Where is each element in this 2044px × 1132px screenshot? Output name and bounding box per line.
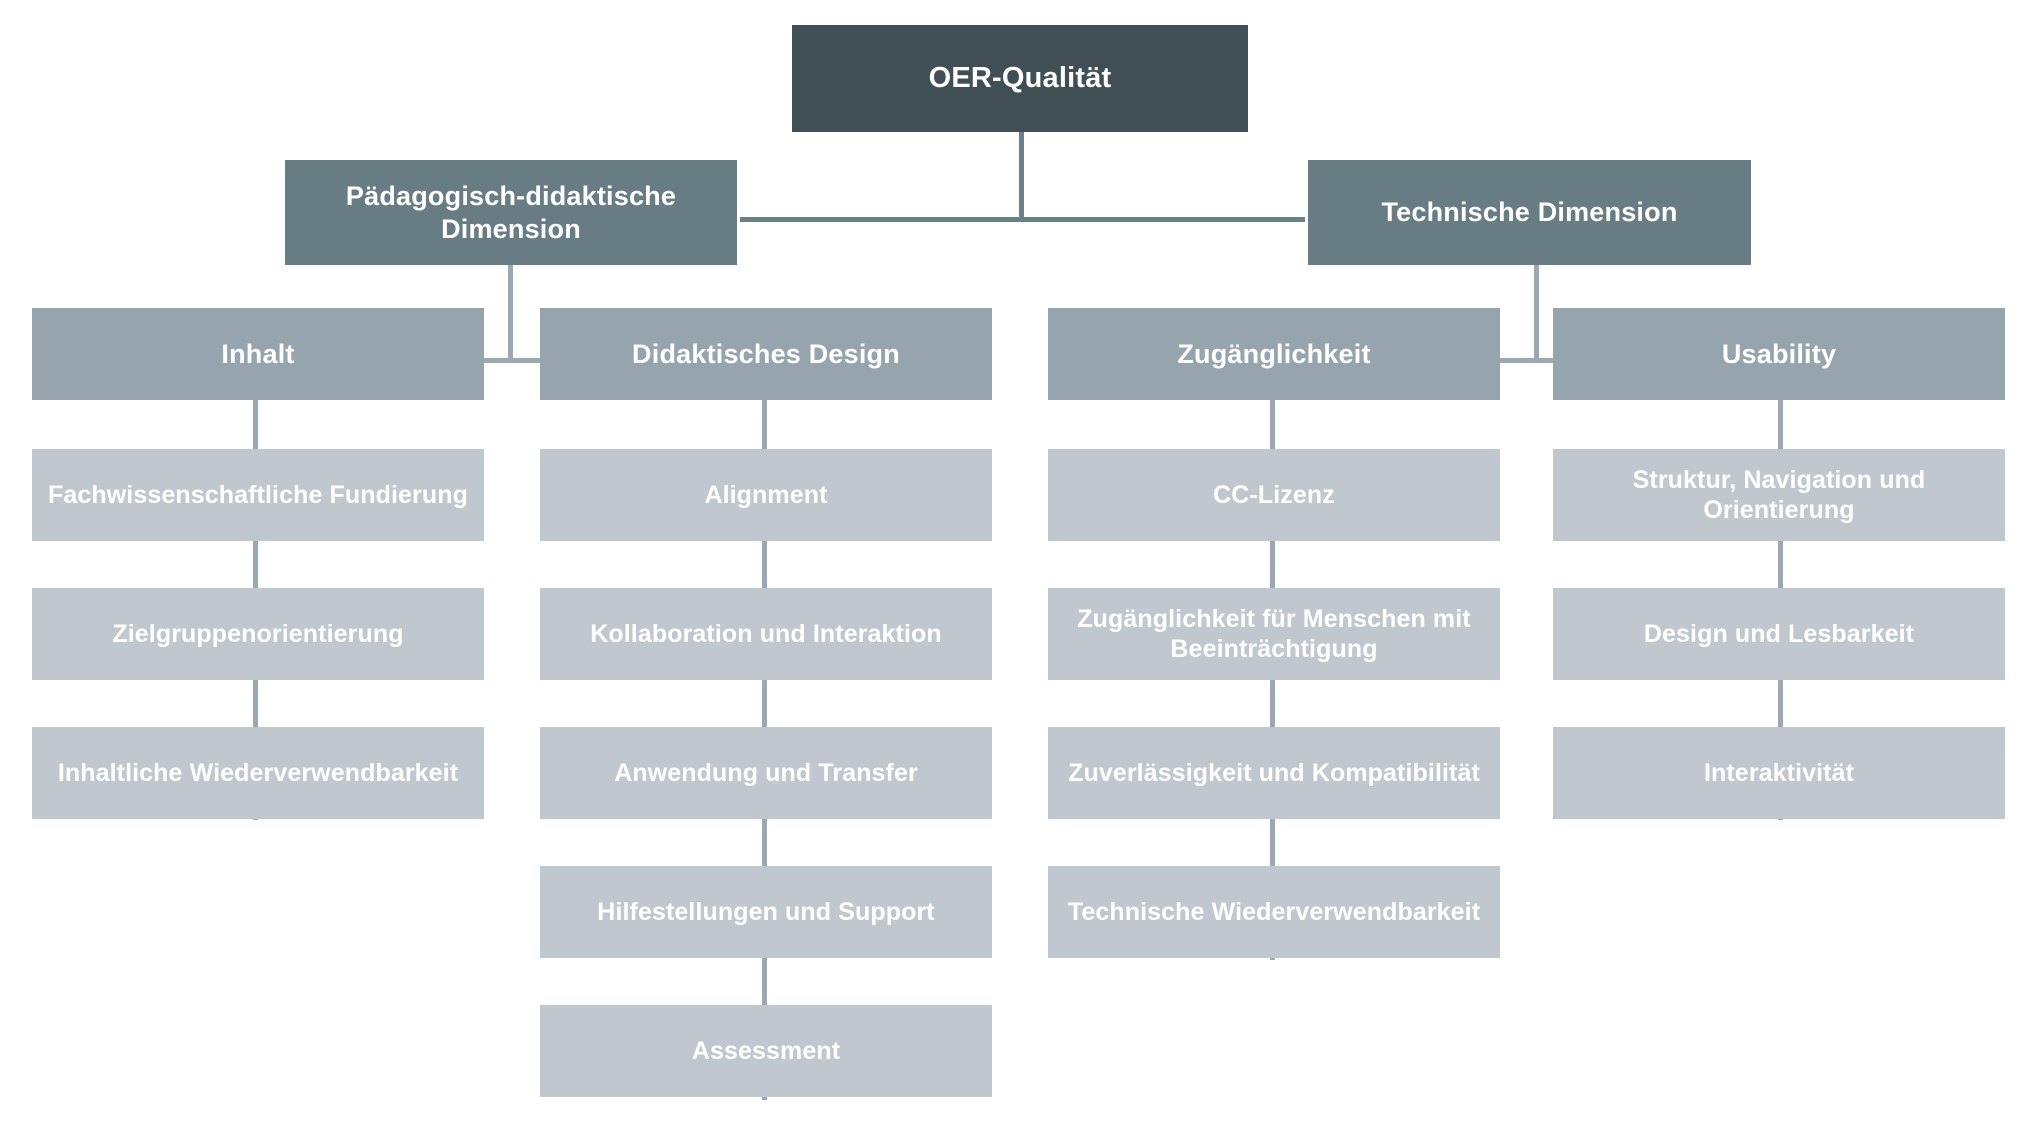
connector-pedagogic-horizontal: [372, 358, 642, 363]
node-category-usability[interactable]: Usability: [1553, 308, 2005, 400]
node-criterion-interaktivitaet[interactable]: Interaktivität: [1553, 727, 2005, 819]
node-label: CC-Lizenz: [1213, 480, 1335, 509]
node-label: Interaktivität: [1703, 758, 1855, 787]
node-criterion-hilfestellungen-und-support[interactable]: Hilfestellungen und Support: [540, 866, 992, 958]
node-label: Zugänglichkeit: [1177, 338, 1371, 369]
node-label: Design und Lesbarkeit: [1643, 619, 1915, 648]
connector-technical-vertical: [1534, 265, 1539, 362]
node-label: Technische Wiederverwendbarkeit: [1067, 897, 1481, 926]
node-criterion-struktur-navigation-und-orientierung[interactable]: Struktur, Navigation und Orientierung: [1553, 449, 2005, 541]
node-label: Struktur, Navigation und Orientierung: [1632, 465, 1926, 525]
node-criterion-anwendung-und-transfer[interactable]: Anwendung und Transfer: [540, 727, 992, 819]
node-criterion-alignment[interactable]: Alignment: [540, 449, 992, 541]
node-label: Alignment: [704, 480, 828, 509]
node-criterion-kollaboration-und-interaktion[interactable]: Kollaboration und Interaktion: [540, 588, 992, 680]
node-label: Usability: [1721, 338, 1837, 369]
connector-root-vertical: [1019, 132, 1024, 220]
connector-spine-zugaenglichkeit: [1270, 400, 1275, 960]
node-paedagogisch-didaktische-dimension[interactable]: Pädagogisch-didaktische Dimension: [285, 160, 737, 265]
connector-dimensions-horizontal: [740, 217, 1305, 222]
node-label: Hilfestellungen und Support: [597, 897, 935, 926]
node-label: Anwendung und Transfer: [614, 758, 918, 787]
node-label: Fachwissenschaftliche Fundierung: [48, 480, 468, 509]
node-criterion-zielgruppenorientierung[interactable]: Zielgruppenorientierung: [32, 588, 484, 680]
node-label: Zugänglichkeit für Menschen mit Beeinträ…: [1077, 604, 1471, 664]
node-label: Pädagogisch-didaktische Dimension: [345, 180, 677, 244]
node-category-inhalt[interactable]: Inhalt: [32, 308, 484, 400]
node-criterion-inhaltliche-wiederverwendbarkeit[interactable]: Inhaltliche Wiederverwendbarkeit: [32, 727, 484, 819]
node-label: Kollaboration und Interaktion: [590, 619, 942, 648]
node-label: OER-Qualität: [928, 61, 1112, 94]
node-criterion-zuverlaessigkeit-und-kompatibilitaet[interactable]: Zuverlässigkeit und Kompatibilität: [1048, 727, 1500, 819]
node-category-didaktisches-design[interactable]: Didaktisches Design: [540, 308, 992, 400]
node-label: Didaktisches Design: [632, 338, 900, 369]
node-criterion-zugaenglichkeit-fuer-menschen-mit-beeintraechtigung[interactable]: Zugänglichkeit für Menschen mit Beeinträ…: [1048, 588, 1500, 680]
connector-pedagogic-vertical: [508, 265, 513, 362]
node-label: Zuverlässigkeit und Kompatibilität: [1068, 758, 1480, 787]
node-label: Inhaltliche Wiederverwendbarkeit: [57, 758, 459, 787]
node-label: Inhalt: [221, 338, 295, 369]
node-oer-qualitaet[interactable]: OER-Qualität: [792, 25, 1248, 132]
node-criterion-technische-wiederverwendbarkeit[interactable]: Technische Wiederverwendbarkeit: [1048, 866, 1500, 958]
node-technische-dimension[interactable]: Technische Dimension: [1308, 160, 1751, 265]
node-criterion-fachwissenschaftliche-fundierung[interactable]: Fachwissenschaftliche Fundierung: [32, 449, 484, 541]
node-label: Technische Dimension: [1381, 197, 1678, 228]
node-label: Zielgruppenorientierung: [112, 619, 404, 648]
node-criterion-design-und-lesbarkeit[interactable]: Design und Lesbarkeit: [1553, 588, 2005, 680]
node-criterion-cc-lizenz[interactable]: CC-Lizenz: [1048, 449, 1500, 541]
node-label: Assessment: [691, 1036, 841, 1065]
node-category-zugaenglichkeit[interactable]: Zugänglichkeit: [1048, 308, 1500, 400]
node-criterion-assessment[interactable]: Assessment: [540, 1005, 992, 1097]
